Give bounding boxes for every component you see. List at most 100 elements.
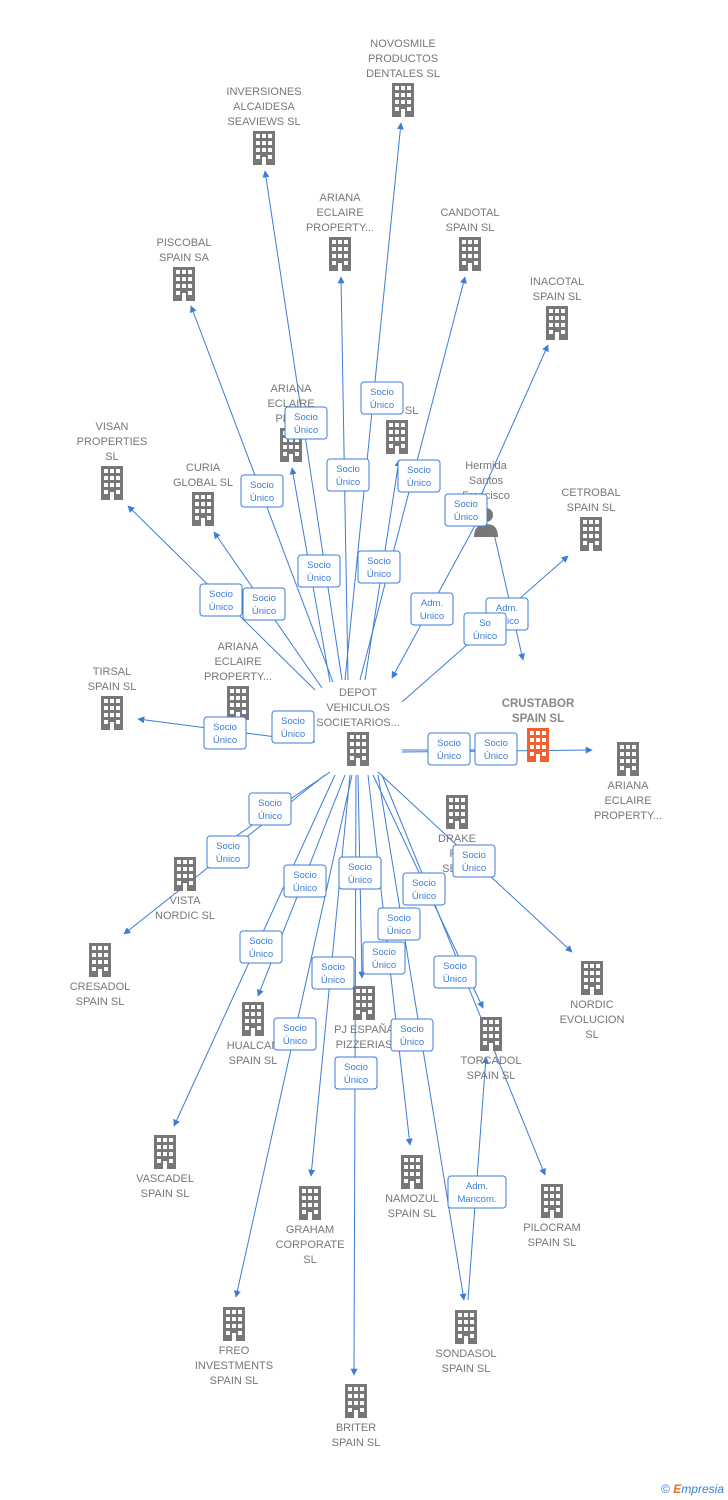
badge-box — [271, 710, 315, 744]
badge-text-line: Socio — [321, 962, 345, 973]
badge-box — [203, 716, 247, 750]
badge-box — [297, 554, 341, 588]
node-label-line: SPAIN SL — [141, 1188, 190, 1200]
brand-footer[interactable]: © Empresia — [661, 1482, 724, 1496]
node-label-line: PISCOBAL — [156, 237, 211, 249]
node-label-line: SPAIN SL — [88, 681, 137, 693]
node-ariana3[interactable]: ARIANAECLAIREPROPERTY... — [204, 641, 272, 720]
building-icon — [455, 1310, 477, 1344]
building-icon — [174, 857, 196, 891]
building-icon — [299, 1186, 321, 1220]
building-icon — [386, 420, 408, 454]
badge-box — [206, 835, 250, 869]
node-label-line: SPAIN SL — [442, 1363, 491, 1375]
badges-layer: SocioÚnicoSocioÚnicoSocioÚnicoSocioÚnico… — [199, 381, 529, 1209]
badge-text-line: Único — [209, 602, 233, 613]
relation-badge[interactable]: Adm.Mancom. — [447, 1175, 507, 1209]
badge-box — [326, 458, 370, 492]
badge-text-line: Único — [258, 811, 282, 822]
node-label-line: INVESTMENTS — [195, 1360, 273, 1372]
building-icon — [546, 306, 568, 340]
node-label-line: CURIA — [186, 462, 221, 474]
relation-badge[interactable]: Adm.Unico — [410, 592, 454, 626]
badge-text-line: Socio — [250, 480, 274, 491]
badge-box — [357, 550, 401, 584]
node-label-line: GRAHAM — [286, 1224, 334, 1236]
badge-text-line: Único — [252, 606, 276, 617]
node-ariana1[interactable]: ARIANAECLAIREPROPERTY... — [306, 192, 374, 271]
badge-text-line: Socio — [367, 556, 391, 567]
badge-text-line: Socio — [336, 464, 360, 475]
badge-text-line: Socio — [249, 936, 273, 947]
node-label-line: PIZZERIAS — [336, 1039, 393, 1051]
node-ariana4[interactable]: ARIANAECLAIREPROPERTY... — [594, 742, 662, 822]
badge-text-line: Socio — [294, 412, 318, 423]
building-icon — [617, 742, 639, 776]
badge-text-line: Único — [484, 751, 508, 762]
node-label-line: VISAN — [95, 421, 128, 433]
badge-text-line: Socio — [283, 1023, 307, 1034]
badge-text-line: Socio — [462, 850, 486, 861]
badge-text-line: Socio — [387, 913, 411, 924]
building-icon — [329, 237, 351, 271]
badge-box — [273, 1017, 317, 1051]
badge-text-line: Único — [400, 1037, 424, 1048]
node-label-line: CRUSTABOR — [502, 698, 575, 710]
node-depot[interactable]: DEPOTVEHICULOSSOCIETARIOS... — [316, 687, 400, 766]
